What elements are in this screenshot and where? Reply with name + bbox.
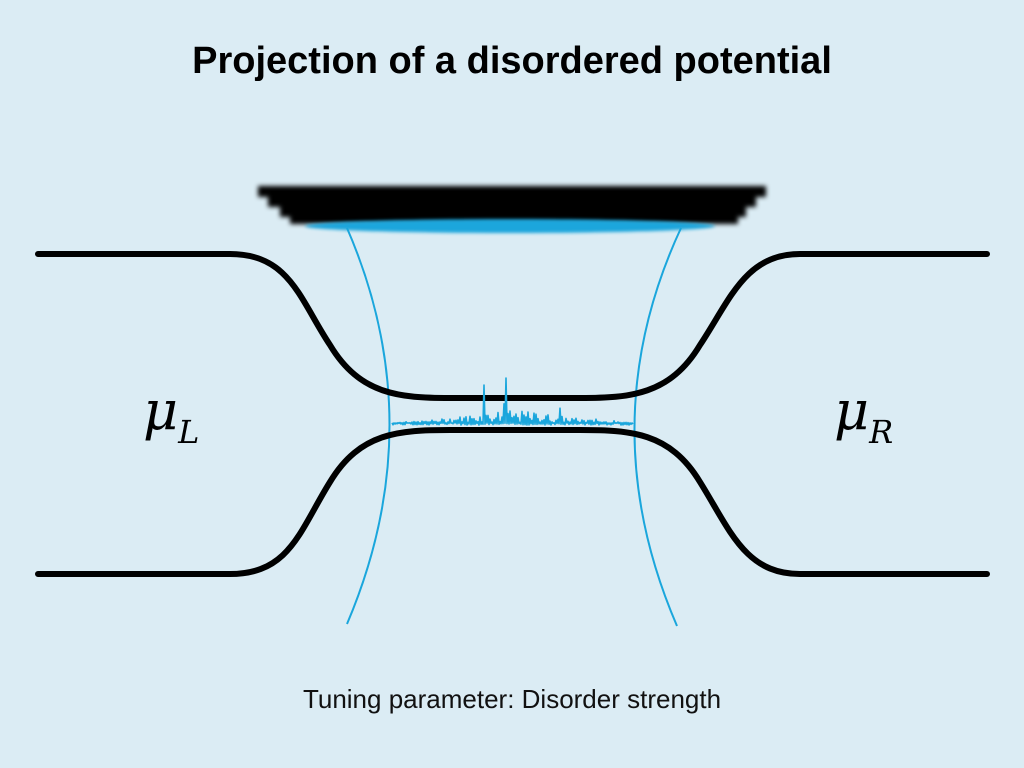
chemical-potential-right: μR (834, 379, 894, 452)
beam-right-edge (633, 227, 682, 627)
channel-top-wall (35, 251, 990, 401)
channel-bottom-wall (35, 427, 990, 577)
objective-lens (258, 186, 766, 224)
caption: Tuning parameter: Disorder strength (302, 684, 722, 714)
disorder-potential-trace (391, 377, 634, 426)
lens-glow (305, 219, 715, 233)
beam-left-edge (346, 227, 391, 625)
chemical-potential-left: μL (143, 379, 200, 452)
slide-title: Projection of a disordered potential (192, 40, 832, 82)
